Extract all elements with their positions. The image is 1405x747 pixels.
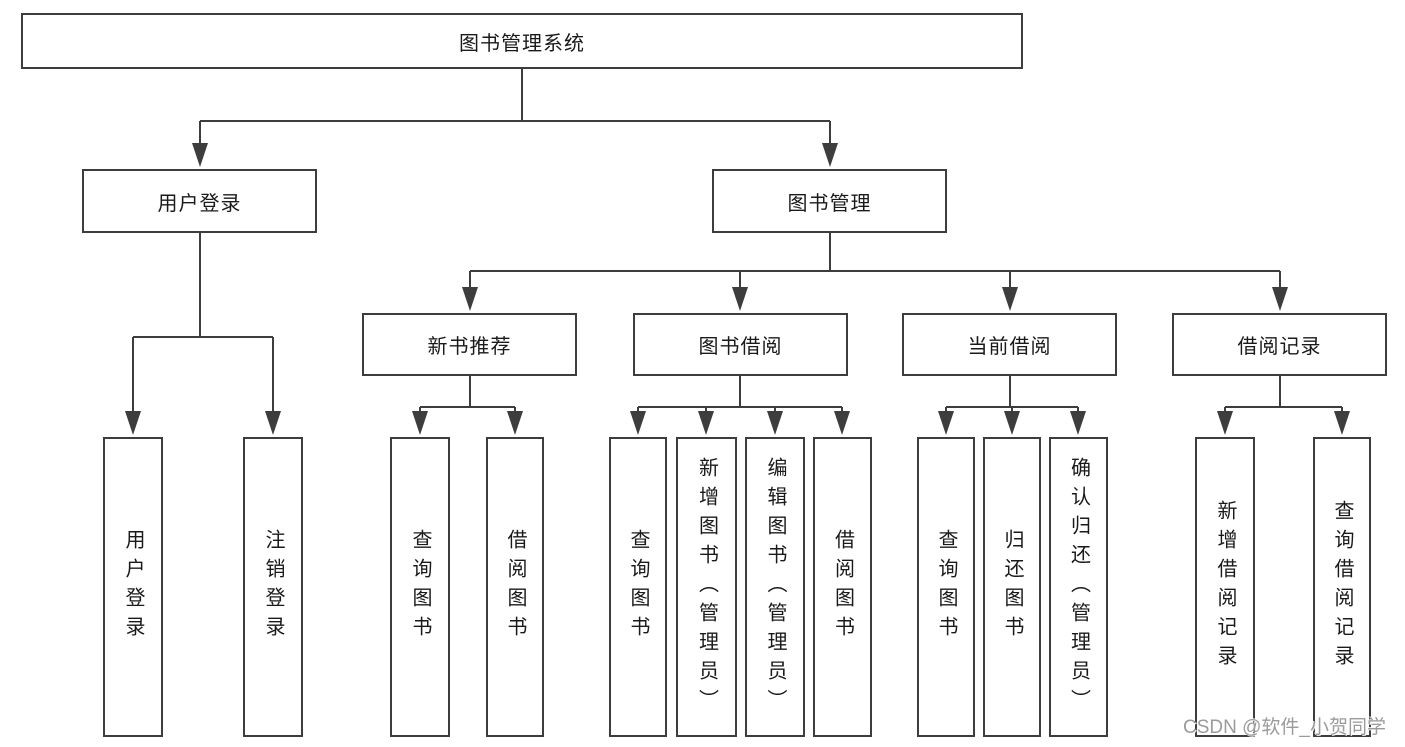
arrowheads [125,143,1350,435]
node-bb-add-book: 新增图书（管理员） [676,437,737,737]
node-bb-query-book-label: 查询图书 [627,529,649,645]
node-nbr-borrow-book: 借阅图书 [486,437,544,737]
connector-lines [132,69,1343,413]
node-book-borrow: 图书借阅 [633,313,848,376]
node-new-book-rec: 新书推荐 [362,313,577,376]
arrowhead [1004,411,1020,435]
node-book-mgmt-label: 图书管理 [787,192,872,215]
arrowhead [732,287,748,311]
node-fn-user-login-label: 用户登录 [122,529,144,645]
node-cb-return-book-label: 归还图书 [1001,529,1023,645]
node-nbr-borrow-book-label: 借阅图书 [504,529,526,645]
node-current-borrow-label: 当前借阅 [967,336,1052,358]
node-bb-add-book-label: 新增图书（管理员） [695,456,718,718]
arrowhead [507,411,523,435]
arrowhead [125,411,141,435]
arrowhead [822,143,838,167]
csdn-watermark: CSDN @软件_小贺同学 [1183,717,1386,738]
node-book-mgmt: 图书管理 [712,169,947,233]
node-fn-user-login: 用户登录 [103,437,163,737]
node-br-query-record: 查询借阅记录 [1313,437,1371,737]
node-bb-edit-book-label: 编辑图书（管理员） [764,456,786,718]
arrowhead [834,411,850,435]
node-root: 图书管理系统 [21,13,1023,69]
node-fn-logout: 注销登录 [243,437,303,737]
node-nbr-query-book-label: 查询图书 [409,529,431,645]
node-br-add-record-label: 新增借阅记录 [1214,500,1236,674]
node-bb-borrow-book: 借阅图书 [813,437,872,737]
node-cb-confirm-return-label: 确认归还（管理员） [1067,456,1090,718]
node-new-book-rec-label: 新书推荐 [427,336,512,358]
node-bb-borrow-book-label: 借阅图书 [831,529,854,645]
node-borrow-record-label: 借阅记录 [1237,336,1322,358]
node-root-label: 图书管理系统 [459,32,585,55]
node-cb-confirm-return: 确认归还（管理员） [1049,437,1108,737]
arrowhead [938,411,954,435]
node-user-login: 用户登录 [82,169,317,233]
node-bb-query-book: 查询图书 [609,437,667,737]
node-fn-logout-label: 注销登录 [262,529,284,645]
node-cb-return-book: 归还图书 [983,437,1041,737]
node-bb-edit-book: 编辑图书（管理员） [745,437,805,737]
node-current-borrow: 当前借阅 [902,313,1117,376]
node-user-login-label: 用户登录 [157,192,242,215]
node-cb-query-book: 查询图书 [917,437,975,737]
arrowhead [462,287,478,311]
arrowhead [698,411,714,435]
arrowhead [1070,411,1086,435]
arrowhead [1334,411,1350,435]
node-br-query-record-label: 查询借阅记录 [1331,500,1353,674]
node-book-borrow-label: 图书借阅 [698,336,783,358]
node-br-add-record: 新增借阅记录 [1195,437,1255,737]
node-nbr-query-book: 查询图书 [390,437,450,737]
arrowhead [412,411,428,435]
arrowhead [1217,411,1233,435]
node-borrow-record: 借阅记录 [1172,313,1387,376]
arrowhead [265,411,281,435]
arrowhead [192,143,208,167]
arrowhead [767,411,783,435]
node-cb-query-book-label: 查询图书 [935,529,957,645]
arrowhead [1002,287,1018,311]
arrowhead [630,411,646,435]
arrowhead [1272,287,1288,311]
